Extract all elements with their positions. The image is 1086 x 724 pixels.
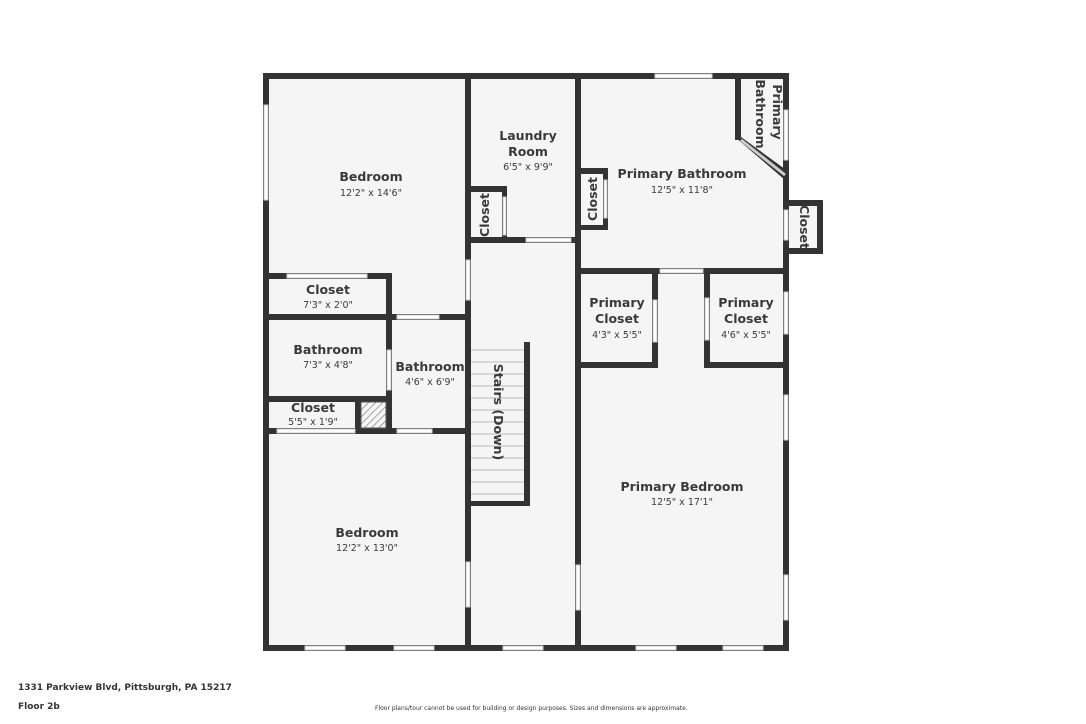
room-dims: 12'2" x 14'6" bbox=[340, 188, 402, 199]
room-dims: 12'2" x 13'0" bbox=[336, 543, 398, 554]
room-label: Bathroom bbox=[753, 79, 768, 148]
room-label: Room bbox=[508, 144, 548, 159]
room-dims: 12'5" x 11'8" bbox=[651, 185, 713, 196]
room-label: Bathroom bbox=[395, 359, 464, 374]
room-label: Primary Bedroom bbox=[620, 479, 743, 494]
address: 1331 Parkview Blvd, Pittsburgh, PA 15217 bbox=[18, 683, 232, 693]
room-label: Closet bbox=[797, 205, 812, 249]
room-label: Laundry bbox=[499, 128, 556, 143]
room-label: Primary bbox=[770, 84, 785, 139]
room-label: Primary bbox=[718, 295, 773, 310]
room-label: Closet bbox=[585, 177, 600, 221]
floor-label: Floor 2b bbox=[18, 702, 60, 712]
room-dims: 12'5" x 17'1" bbox=[651, 497, 713, 508]
room-label: Bathroom bbox=[293, 342, 362, 357]
stair-treads bbox=[471, 349, 524, 495]
room-dims: 4'6" x 6'9" bbox=[405, 377, 455, 388]
room-dims: 5'5" x 1'9" bbox=[288, 417, 338, 428]
openings bbox=[263, 73, 789, 651]
stairs-label: Stairs (Down) bbox=[491, 364, 506, 461]
room-label: Primary bbox=[589, 295, 644, 310]
room-label: Closet bbox=[306, 282, 350, 297]
room-label: Closet bbox=[595, 311, 639, 326]
room-dims: 4'3" x 5'5" bbox=[592, 330, 642, 341]
room-label: Closet bbox=[291, 400, 335, 415]
room-label: Closet bbox=[477, 193, 492, 237]
room-label: Primary Bathroom bbox=[618, 166, 747, 181]
room-dims: 4'6" x 5'5" bbox=[721, 330, 771, 341]
chase-hatch bbox=[360, 401, 387, 429]
room-label: Closet bbox=[724, 311, 768, 326]
room-label: Bedroom bbox=[335, 525, 398, 540]
room-label: Bedroom bbox=[339, 169, 402, 184]
room-dims: 7'3" x 4'8" bbox=[303, 360, 353, 371]
room-dims: 6'5" x 9'9" bbox=[503, 162, 553, 173]
room-dims: 7'3" x 2'0" bbox=[303, 300, 353, 311]
disclaimer: Floor plans/tour cannot be used for buil… bbox=[375, 705, 688, 712]
